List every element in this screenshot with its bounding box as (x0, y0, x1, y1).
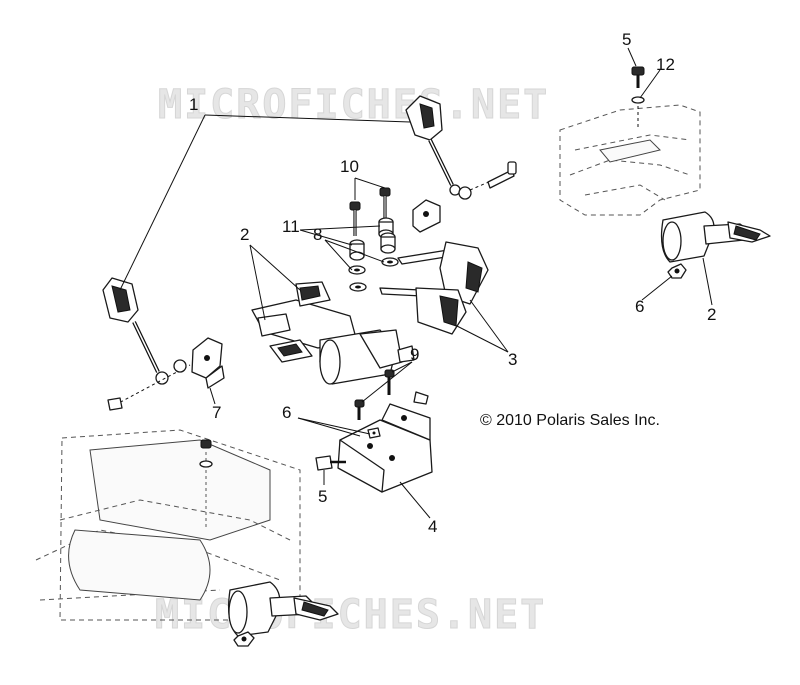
callout-1: 1 (189, 95, 198, 114)
washers-item-8 (348, 257, 399, 292)
retractor-bottom (227, 581, 339, 647)
mount-bracket-item-4 (337, 403, 433, 493)
nut-right (667, 263, 687, 279)
callout-6-right: 6 (635, 297, 644, 316)
callout-4: 4 (428, 517, 437, 536)
shoulder-belt-upper (405, 95, 517, 200)
callout-2-right: 2 (707, 305, 716, 324)
frame-top-right (559, 104, 701, 216)
callout-5-bottom: 5 (318, 487, 327, 506)
bracket-item-7 (191, 337, 225, 389)
callout-2-left: 2 (240, 225, 249, 244)
buckles-item-3 (379, 241, 489, 335)
callout-5-top: 5 (622, 30, 631, 49)
copyright-notice: © 2010 Polaris Sales Inc. (480, 412, 660, 429)
callout-9: 9 (410, 345, 419, 364)
frame-bottom-left (35, 429, 301, 621)
bolt-top-right (631, 66, 645, 130)
lap-belt-retractors-center (251, 281, 415, 385)
callout-6-left: 6 (282, 403, 291, 422)
bolts-item-9 (354, 369, 429, 420)
callout-12: 12 (656, 55, 675, 74)
callout-7: 7 (212, 403, 221, 422)
callout-8: 8 (313, 225, 322, 244)
bolt-bottom-5 (315, 455, 346, 471)
bolt-frame-left (199, 439, 213, 468)
watermark-bottom: MICROFICHES.NET (155, 592, 546, 638)
spacers-item-11 (349, 217, 396, 261)
watermark-top: MICROFICHES.NET (158, 82, 549, 128)
callout-10: 10 (340, 157, 359, 176)
bracket-upper (412, 199, 441, 233)
leader-lines (119, 47, 713, 519)
callout-11: 11 (282, 217, 300, 236)
shoulder-belt-lower (102, 277, 191, 411)
retractor-right (660, 211, 771, 263)
callout-3: 3 (508, 350, 517, 369)
